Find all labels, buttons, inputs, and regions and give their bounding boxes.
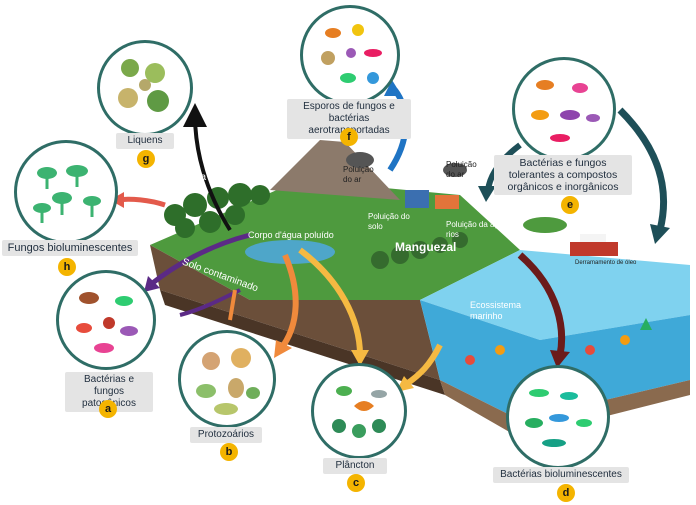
arrow-b-head [274,340,292,358]
circle-c-plankton [311,363,407,459]
label-d-text: Bactérias bioluminescentes [500,469,622,480]
arrow-a [148,232,251,287]
marine-life [465,318,652,365]
mangrove [371,232,468,269]
label-ecossistema: Ecossistema marinho [470,300,522,321]
arrow-h [117,196,166,208]
arrow-c [298,247,363,356]
badge-f: f [340,128,358,146]
arrow-b [277,253,299,352]
circle-e-tolerant [512,57,616,161]
arrow-c-head [351,350,369,366]
label-floresta: Floresta terrestre [170,172,247,183]
smoke-cloud-2 [443,163,467,177]
circle-h-fungi [14,140,118,244]
circle-f-spores [300,5,400,105]
pathogens-icon [76,292,138,353]
plankton-icon [332,386,387,438]
label-d-box: Bactérias bioluminescentes [493,467,629,483]
label-poluicao-agua: Poluição da água em rios [446,220,522,239]
badge-c: c [347,474,365,492]
protozoa-icon [196,348,260,415]
circle-a-pathogens [56,270,156,370]
label-e-box: Bactérias e fungos tolerantes a composto… [494,155,632,195]
label-c-text: Plâncton [335,460,375,471]
factory [405,190,429,208]
mushroom-icon [33,165,101,223]
label-poluicao-solo: Poluição do solo [368,212,410,231]
lichens-icon [118,59,169,112]
label-poluicao-ar-2: Poluição do ar [446,160,477,179]
circle-g-lichens [97,40,193,136]
arrow-e-left-head [478,186,496,202]
arrow-a-head [144,276,160,292]
island [523,217,567,233]
smoke-cloud [346,152,374,168]
badge-e: e [561,196,579,214]
spores-icon [321,24,382,84]
arrow-d [517,252,566,356]
arrow-b2 [228,289,237,321]
label-e-text: Bactérias e fungos tolerantes a composto… [507,157,619,193]
factory-2 [435,195,459,209]
badge-d: d [557,484,575,502]
arrow-e-right-head [650,224,670,244]
bioluminescent-bacteria-icon [525,389,592,447]
ship [570,242,618,256]
mountain [270,140,400,200]
label-g-box: Liquens [116,133,174,149]
label-c-box: Plâncton [323,458,387,474]
arrow-g [183,103,232,232]
circle-b-protozoa [178,330,276,428]
label-corpo-agua: Corpo d'água poluído [248,230,334,240]
label-b-box: Protozoários [190,427,262,443]
label-h-text: Fungos bioluminescentes [7,242,133,254]
badge-a: a [99,400,117,418]
arrow-f-head [384,80,402,96]
label-g-text: Liquens [127,135,163,146]
badge-h: h [58,258,76,276]
badge-g: g [137,150,155,168]
arrow-e-right [617,107,668,231]
label-poluicao-ar-1: Poluição do ar [343,165,374,184]
label-derramamento: Derramamento de óleo [575,260,637,266]
label-manguezal: Manguezal [395,240,457,254]
sea-floor [440,380,690,438]
tolerant-microbes-icon [531,80,600,142]
arrow-d-head [550,350,570,368]
label-h-box: Fungos bioluminescentes [2,240,138,256]
ship-deck [580,234,606,242]
circle-d-bioluminescent [506,365,610,469]
badge-b: b [220,443,238,461]
label-b-text: Protozoários [197,429,255,440]
